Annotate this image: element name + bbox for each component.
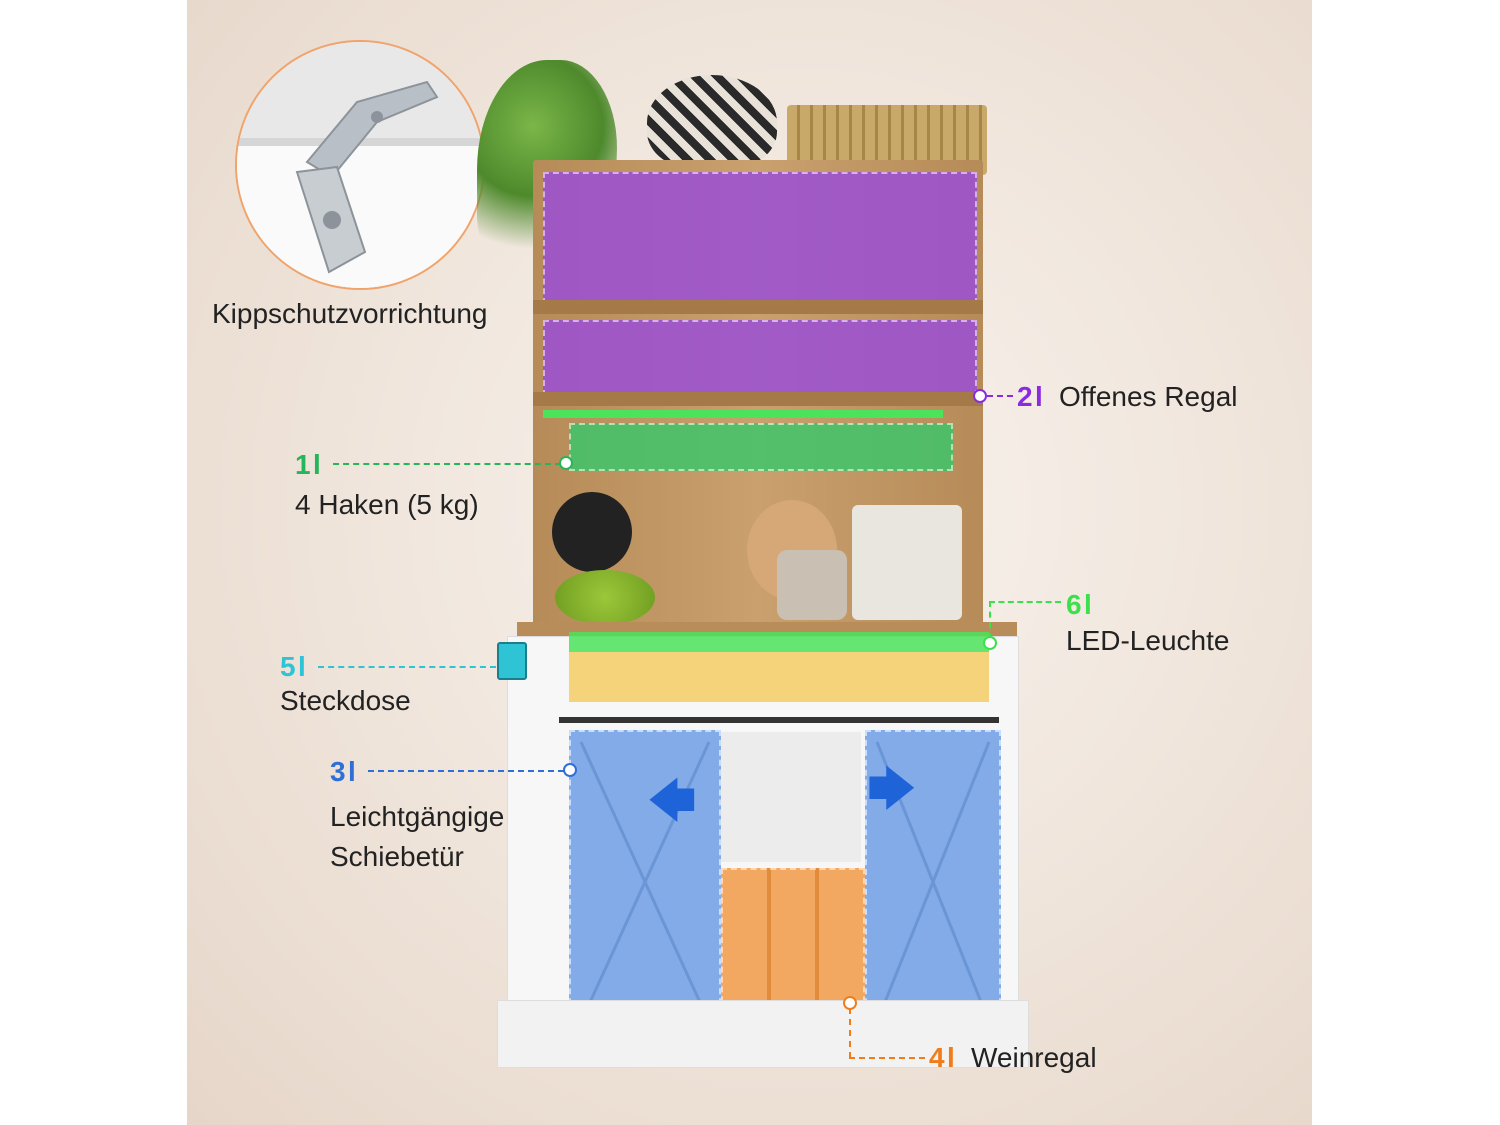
hooks-sep: l <box>313 449 321 480</box>
tip-protection-inset <box>235 40 485 290</box>
open-shelf-top <box>543 172 977 304</box>
apples <box>555 570 655 625</box>
open-shelf-middle <box>543 320 977 396</box>
right-sliding-door <box>865 730 1001 1034</box>
vase <box>647 75 777 170</box>
sliding-door-number: 3 <box>330 756 346 787</box>
toaster <box>777 550 847 620</box>
led-dot <box>983 636 997 650</box>
arrow-right-icon: 🡆 <box>867 763 917 816</box>
wine-rack-number: 4 <box>929 1042 945 1073</box>
hooks-label: 4 Haken (5 kg) <box>295 489 479 520</box>
cubby-row <box>569 652 989 702</box>
sliding-door-dot <box>563 763 577 777</box>
open-shelf-leader <box>987 395 1013 397</box>
led-leader <box>989 601 1061 603</box>
socket-label: Steckdose <box>280 685 411 716</box>
wine-rack-leader <box>849 1057 925 1059</box>
tip-protection-label: Kippschutzvorrichtung <box>212 298 488 329</box>
cabinet-base <box>497 1000 1029 1068</box>
open-shelf-label: Offenes Regal <box>1059 381 1238 412</box>
sliding-rail <box>559 717 999 723</box>
sliding-door-label-1: Leichtgängige <box>330 801 505 832</box>
led-number: 6 <box>1066 589 1082 620</box>
hooks-dot <box>559 456 573 470</box>
socket-number: 5 <box>280 651 296 682</box>
socket-leader <box>318 666 496 668</box>
sliding-door-label-2: Schiebetür <box>330 841 464 872</box>
hook-rail-highlight <box>569 423 953 471</box>
open-shelf-sep: l <box>1035 381 1043 412</box>
product-canvas: Kippschutzvorrichtung <box>187 0 1312 1125</box>
hooks-number: 1 <box>295 449 311 480</box>
led-sep: l <box>1084 589 1092 620</box>
led-leader-vertical <box>989 601 991 639</box>
socket-icon <box>497 642 527 680</box>
arrow-left-icon: 🡄 <box>647 775 697 828</box>
pan <box>552 492 632 572</box>
shelf-board-1 <box>533 300 983 314</box>
led-strip-bottom <box>569 632 989 652</box>
wine-rack-label: Weinregal <box>971 1042 1097 1073</box>
open-shelf-number: 2 <box>1017 381 1033 412</box>
led-strip-top <box>543 410 943 418</box>
cabinet: 🡄 🡆 <box>477 60 1037 1070</box>
sliding-door-leader <box>368 770 564 772</box>
socket-sep: l <box>298 651 306 682</box>
wine-rack <box>721 868 865 1022</box>
bracket-icon <box>237 42 483 288</box>
shelf-board-2 <box>533 392 983 406</box>
wine-rack-sep: l <box>947 1042 955 1073</box>
wine-rack-leader-vertical <box>849 1008 851 1058</box>
dish-rack <box>721 732 861 862</box>
hooks-leader <box>333 463 561 465</box>
led-label: LED-Leuchte <box>1066 625 1230 656</box>
coffee-machine <box>852 505 962 620</box>
sliding-door-sep: l <box>348 756 356 787</box>
open-shelf-dot <box>973 389 987 403</box>
left-sliding-door <box>569 730 721 1034</box>
